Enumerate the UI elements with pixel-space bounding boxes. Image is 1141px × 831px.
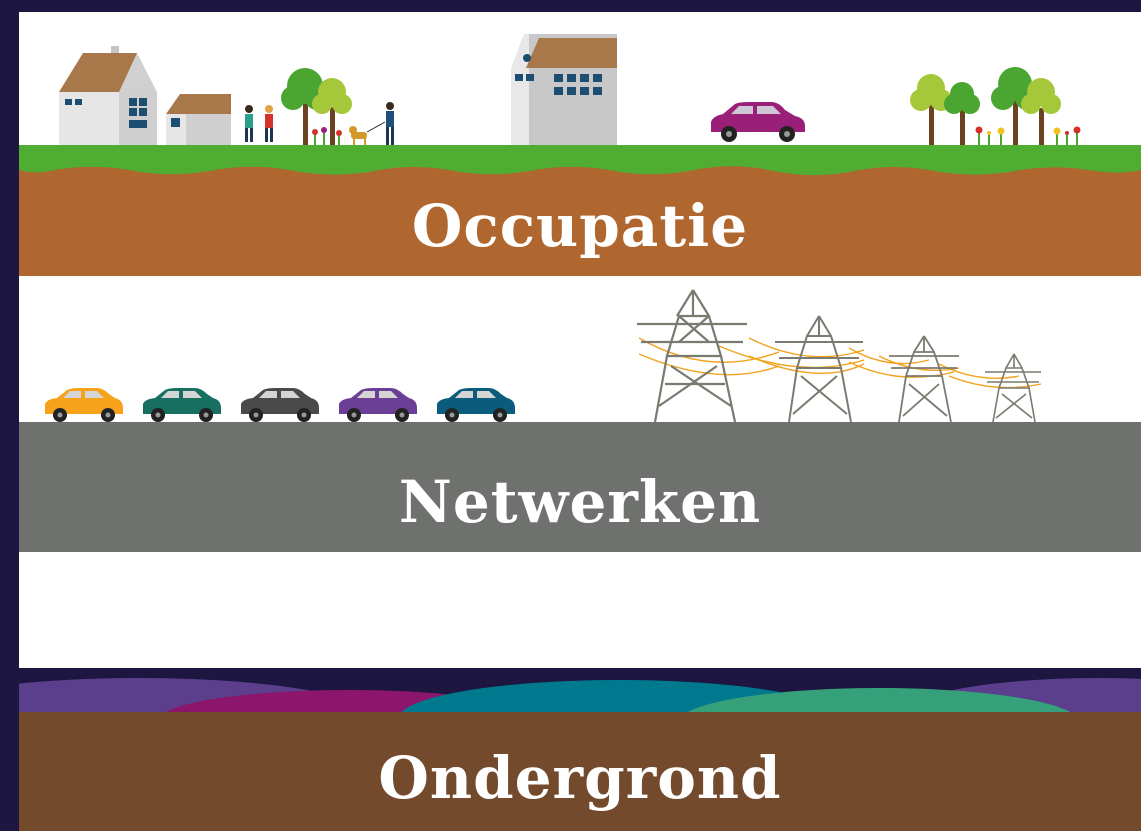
layer-ondergrond: Ondergrond	[19, 712, 1141, 831]
surface-scene	[19, 12, 1141, 176]
layer-title-netwerken: Netwerken	[398, 468, 762, 536]
tree-icon	[1021, 78, 1061, 145]
power-pylon-icon	[985, 353, 1041, 423]
layer-title-occupatie: Occupatie	[411, 192, 749, 260]
empty-band	[19, 552, 1141, 668]
car-icon	[437, 388, 515, 422]
hill-green	[687, 688, 1071, 712]
person-icon	[245, 105, 253, 142]
underground-hills	[19, 668, 1141, 712]
car-icon	[45, 388, 123, 422]
layer-title-ondergrond: Ondergrond	[378, 744, 782, 812]
power-pylon-icon	[637, 289, 747, 423]
car-icon	[143, 388, 221, 422]
tree-icon	[312, 78, 352, 145]
hills-illustration	[19, 678, 1141, 712]
person-icon	[386, 102, 394, 145]
power-grid-illustration	[637, 289, 1042, 423]
flower-icon	[975, 126, 1081, 145]
car-icon	[711, 102, 805, 142]
network-scene	[19, 276, 1141, 423]
car-icon	[339, 388, 417, 422]
layer-netwerken: Netwerken	[19, 422, 1141, 552]
layer-occupatie: Occupatie	[19, 148, 1141, 276]
car-icon	[241, 388, 319, 422]
power-line-icon	[638, 337, 1042, 389]
power-pylon-icon	[775, 315, 863, 423]
flower-icon	[312, 127, 342, 145]
house-icon	[59, 46, 157, 145]
dog-icon	[349, 121, 386, 145]
house-icon	[166, 94, 231, 145]
tree-icon	[944, 82, 980, 145]
person-icon	[265, 105, 273, 142]
apartment-building-icon	[511, 34, 617, 145]
car-row	[45, 388, 515, 422]
power-pylon-icon	[889, 335, 959, 423]
